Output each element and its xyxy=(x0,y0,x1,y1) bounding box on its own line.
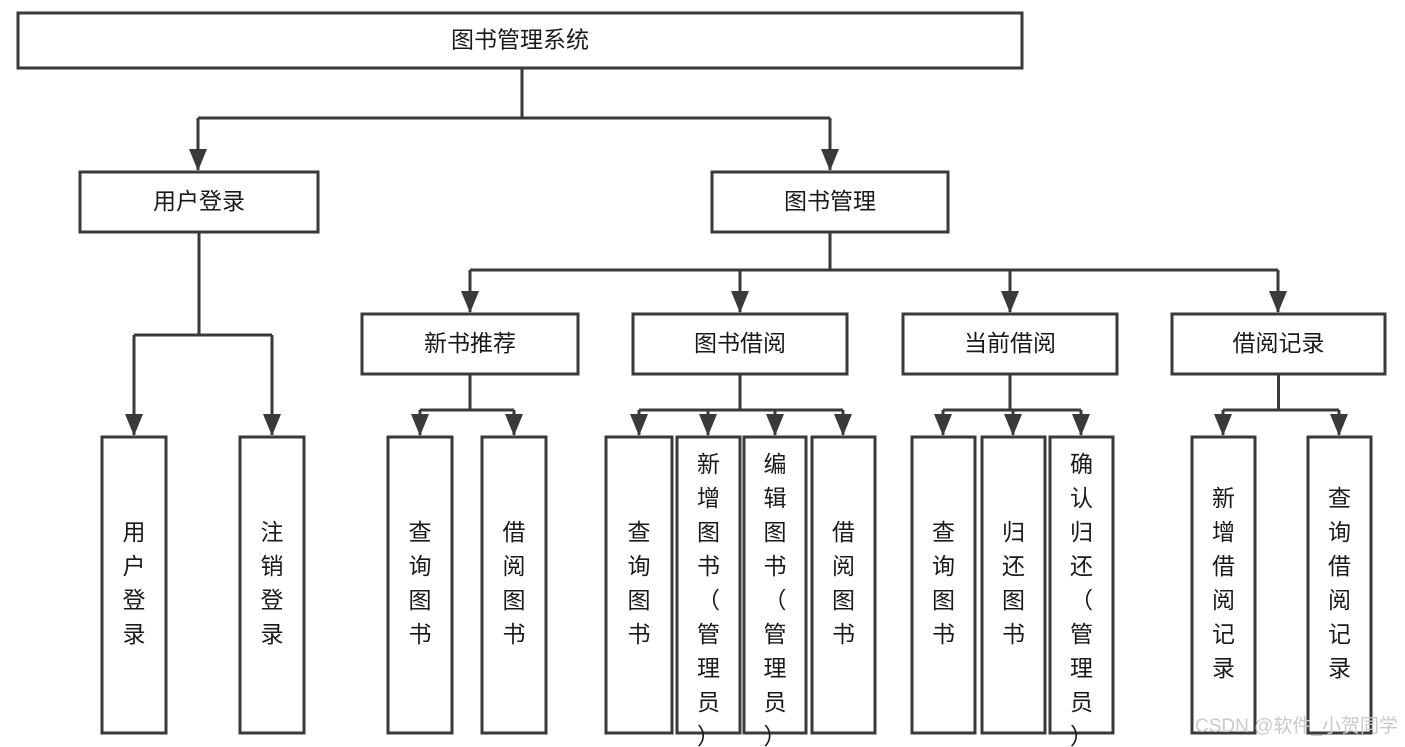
node-box-user-login[interactable] xyxy=(78,170,320,234)
node-current-borrow[interactable]: 当前借阅 xyxy=(901,312,1119,376)
node-leaf-query-book-current[interactable]: 查询图书 xyxy=(910,435,977,735)
node-leaf-user-login[interactable]: 用户登录 xyxy=(100,435,168,735)
arrow-head-icon xyxy=(934,414,952,436)
node-leaf-query-borrow-record[interactable]: 查询借阅记录 xyxy=(1306,435,1373,735)
node-leaf-edit-book-admin[interactable]: 编辑图书（管理员） xyxy=(742,435,808,747)
arrow-head-icon xyxy=(699,414,717,436)
arrow-head-icon xyxy=(731,291,749,313)
node-box-leaf-user-logout[interactable] xyxy=(238,435,306,735)
node-label-leaf-query-borrow-record: 查询借阅记录 xyxy=(1328,485,1351,681)
arrow-head-icon xyxy=(263,414,281,436)
arrow-head-icon xyxy=(1214,414,1232,436)
node-label-leaf-return-book: 归还图书 xyxy=(1002,519,1025,647)
node-box-leaf-borrow-book-rec[interactable] xyxy=(480,435,548,735)
node-box-leaf-return-book[interactable] xyxy=(980,435,1047,735)
node-box-leaf-add-book-admin[interactable] xyxy=(675,435,742,735)
node-leaf-add-book-admin[interactable]: 新增图书（管理员） xyxy=(675,435,742,747)
node-user-login[interactable]: 用户登录 xyxy=(78,170,320,234)
node-layer: 图书管理系统用户登录图书管理新书推荐图书借阅当前借阅借阅记录用户登录注销登录查询… xyxy=(16,11,1387,747)
node-label-current-borrow: 当前借阅 xyxy=(964,330,1056,356)
node-book-borrow[interactable]: 图书借阅 xyxy=(631,312,849,376)
csdn-watermark: CSDN @软件_小贺同学 xyxy=(1195,715,1398,737)
node-label-leaf-query-book-borrow: 查询图书 xyxy=(628,519,651,647)
arrow-head-icon xyxy=(821,149,839,171)
node-borrow-record[interactable]: 借阅记录 xyxy=(1170,312,1387,376)
node-box-leaf-query-book-rec[interactable] xyxy=(386,435,454,735)
node-leaf-query-book-rec[interactable]: 查询图书 xyxy=(386,435,454,735)
arrow-head-icon xyxy=(1001,291,1019,313)
node-label-leaf-query-book-current: 查询图书 xyxy=(932,519,955,647)
arrow-head-icon xyxy=(766,414,784,436)
node-leaf-borrow-book[interactable]: 借阅图书 xyxy=(810,435,877,735)
node-box-root[interactable] xyxy=(16,11,1024,70)
node-label-leaf-borrow-book-rec: 借阅图书 xyxy=(503,519,526,647)
arrow-head-icon xyxy=(630,414,648,436)
arrow-head-icon xyxy=(1072,414,1090,436)
node-label-leaf-query-book-rec: 查询图书 xyxy=(409,519,432,647)
node-leaf-query-book-borrow[interactable]: 查询图书 xyxy=(604,435,674,735)
node-box-new-book-recommend[interactable] xyxy=(360,312,580,376)
node-root[interactable]: 图书管理系统 xyxy=(16,11,1024,70)
node-label-borrow-record: 借阅记录 xyxy=(1233,330,1325,356)
node-label-leaf-borrow-book: 借阅图书 xyxy=(832,519,855,647)
connector-layer xyxy=(125,68,1348,436)
node-label-leaf-add-borrow-record: 新增借阅记录 xyxy=(1212,485,1235,681)
node-box-book-manage[interactable] xyxy=(710,170,950,234)
arrow-head-icon xyxy=(834,414,852,436)
node-label-leaf-confirm-return-admin: 确认归还（管理员） xyxy=(1070,451,1093,747)
node-label-new-book-recommend: 新书推荐 xyxy=(424,330,516,356)
node-label-book-borrow: 图书借阅 xyxy=(694,330,786,356)
node-label-leaf-user-logout: 注销登录 xyxy=(261,519,284,647)
node-label-user-login: 用户登录 xyxy=(153,188,245,214)
arrow-head-icon xyxy=(461,291,479,313)
arrow-head-icon xyxy=(189,149,207,171)
node-label-leaf-user-login: 用户登录 xyxy=(123,519,146,647)
node-label-leaf-edit-book-admin: 编辑图书（管理员） xyxy=(764,451,787,747)
node-book-manage[interactable]: 图书管理 xyxy=(710,170,950,234)
node-box-leaf-query-borrow-record[interactable] xyxy=(1306,435,1373,735)
arrow-head-icon xyxy=(505,414,523,436)
node-label-root: 图书管理系统 xyxy=(451,27,589,53)
node-box-leaf-borrow-book[interactable] xyxy=(810,435,877,735)
node-box-current-borrow[interactable] xyxy=(901,312,1119,376)
node-box-leaf-user-login[interactable] xyxy=(100,435,168,735)
node-label-book-manage: 图书管理 xyxy=(784,188,876,214)
node-leaf-confirm-return-admin[interactable]: 确认归还（管理员） xyxy=(1048,435,1115,747)
arrow-head-icon xyxy=(1330,414,1348,436)
node-box-leaf-query-book-current[interactable] xyxy=(910,435,977,735)
node-label-leaf-add-book-admin: 新增图书（管理员） xyxy=(697,451,720,747)
node-leaf-return-book[interactable]: 归还图书 xyxy=(980,435,1047,735)
node-box-leaf-query-book-borrow[interactable] xyxy=(604,435,674,735)
arrow-head-icon xyxy=(411,414,429,436)
node-box-leaf-confirm-return-admin[interactable] xyxy=(1048,435,1115,735)
node-box-borrow-record[interactable] xyxy=(1170,312,1387,376)
node-box-book-borrow[interactable] xyxy=(631,312,849,376)
arrow-head-icon xyxy=(125,414,143,436)
arrow-head-icon xyxy=(1004,414,1022,436)
node-box-leaf-add-borrow-record[interactable] xyxy=(1190,435,1257,735)
node-leaf-add-borrow-record[interactable]: 新增借阅记录 xyxy=(1190,435,1257,735)
node-box-leaf-edit-book-admin[interactable] xyxy=(742,435,808,735)
node-leaf-user-logout[interactable]: 注销登录 xyxy=(238,435,306,735)
arrow-head-icon xyxy=(1269,291,1287,313)
node-leaf-borrow-book-rec[interactable]: 借阅图书 xyxy=(480,435,548,735)
node-new-book-recommend[interactable]: 新书推荐 xyxy=(360,312,580,376)
